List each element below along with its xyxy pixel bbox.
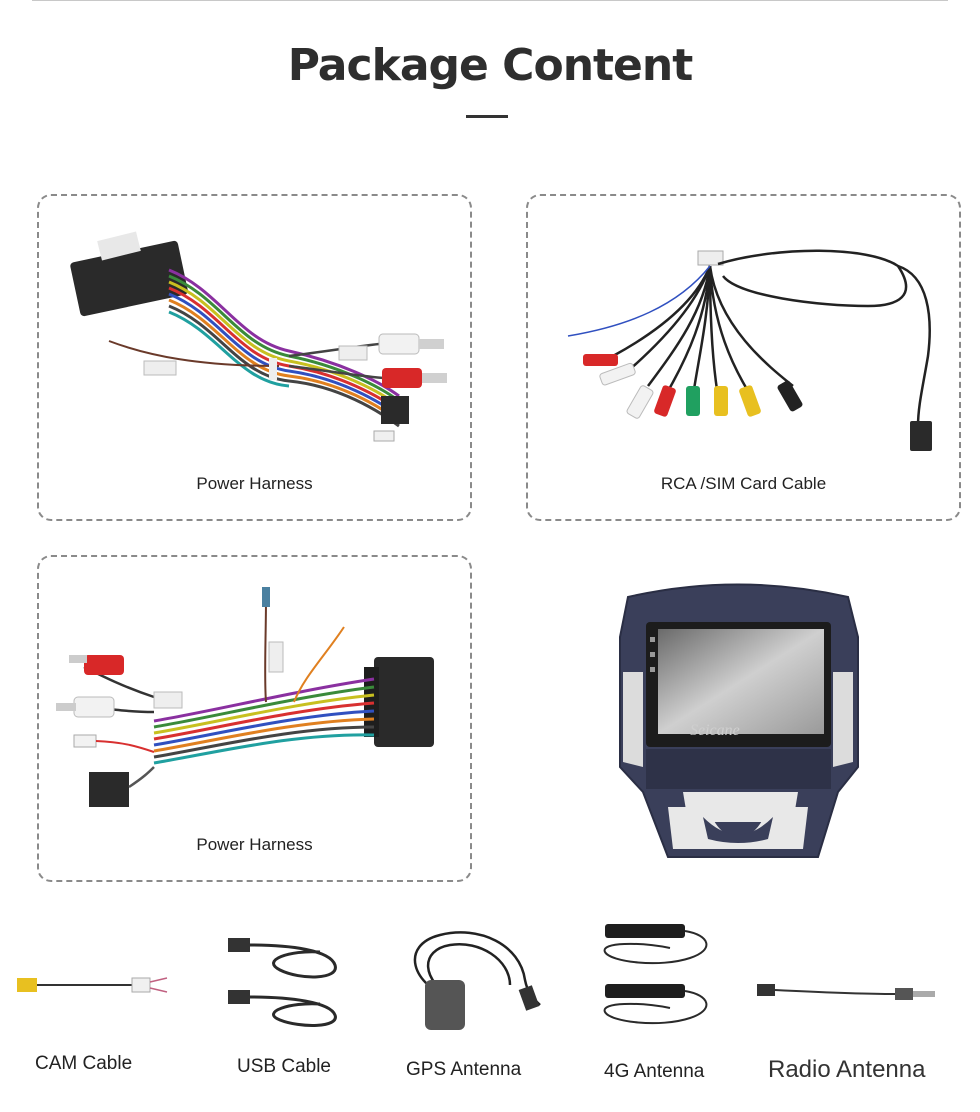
gps-antenna-label: GPS Antenna: [406, 1059, 522, 1080]
cam-cable-image: [17, 977, 168, 993]
power-harness-image-1: [70, 231, 447, 442]
car-stereo-image: [619, 583, 859, 858]
4g-antenna-label: 4G Antenna: [604, 1061, 705, 1082]
radio-antenna-image: [757, 984, 935, 1000]
power-harness-image-2: [56, 587, 434, 807]
power-harness-label-2: Power Harness: [196, 835, 313, 854]
rca-sim-cable-label: RCA /SIM Card Cable: [660, 474, 827, 493]
cam-cable-label: CAM Cable: [35, 1053, 133, 1074]
power-harness-box-1: Power Harness: [37, 194, 472, 521]
radio-antenna-label: Radio Antenna: [768, 1056, 926, 1083]
page-title: Package Content: [287, 40, 694, 91]
power-harness-label-1: Power Harness: [196, 474, 313, 493]
power-harness-box-2: Power Harness: [37, 555, 472, 882]
stereo-brand-logo: Seicane: [690, 722, 740, 739]
4g-antenna-image: [603, 924, 708, 1025]
top-divider: [32, 0, 948, 1]
title-underline: [466, 115, 508, 118]
rca-sim-cable-image: [567, 249, 932, 451]
usb-cable-label: USB Cable: [237, 1056, 331, 1077]
rca-sim-cable-box: RCA /SIM Card Cable: [526, 194, 961, 521]
gps-antenna-image: [413, 931, 541, 1030]
usb-cable-image: [228, 938, 337, 1027]
